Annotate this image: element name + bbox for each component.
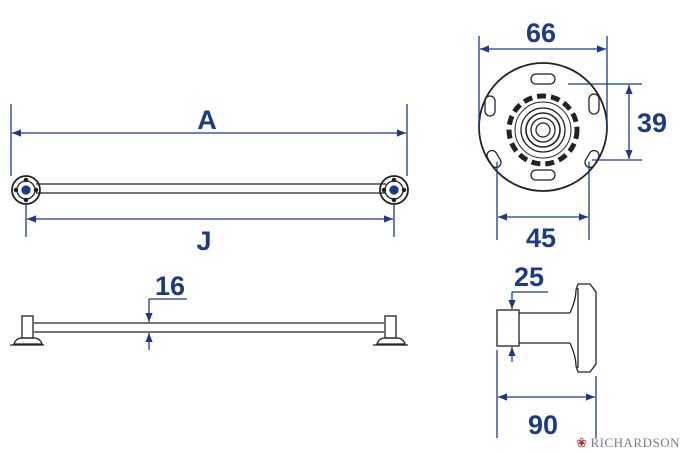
left-rose bbox=[11, 175, 41, 205]
dimension-39 bbox=[568, 83, 642, 161]
dimension-25-label: 25 bbox=[514, 262, 544, 292]
dimension-45-label: 45 bbox=[526, 223, 556, 253]
dimension-a bbox=[10, 104, 408, 176]
bracket-profile-view bbox=[496, 283, 597, 373]
dimension-39-label: 39 bbox=[637, 108, 667, 138]
brand-logo: ❀ RICHARDSON bbox=[576, 435, 680, 451]
left-bracket bbox=[10, 315, 44, 346]
right-rose bbox=[379, 175, 409, 205]
dimension-j-label: J bbox=[196, 226, 211, 256]
dimension-j bbox=[25, 204, 395, 237]
rose-logo-icon: ❀ bbox=[576, 435, 588, 450]
dimension-90 bbox=[496, 350, 597, 438]
dimension-66-label: 66 bbox=[526, 18, 556, 48]
right-bracket bbox=[373, 315, 408, 346]
side-view bbox=[10, 315, 408, 346]
front-view bbox=[11, 175, 409, 205]
dimension-90-label: 90 bbox=[528, 410, 558, 440]
brand-name: RICHARDSON bbox=[590, 435, 680, 450]
dimension-25 bbox=[508, 291, 548, 362]
dimension-16 bbox=[145, 298, 187, 350]
dimension-a-label: A bbox=[197, 105, 217, 135]
dimension-16-label: 16 bbox=[155, 271, 185, 301]
rose-detail-view bbox=[478, 62, 608, 192]
dimension-45 bbox=[496, 162, 590, 240]
